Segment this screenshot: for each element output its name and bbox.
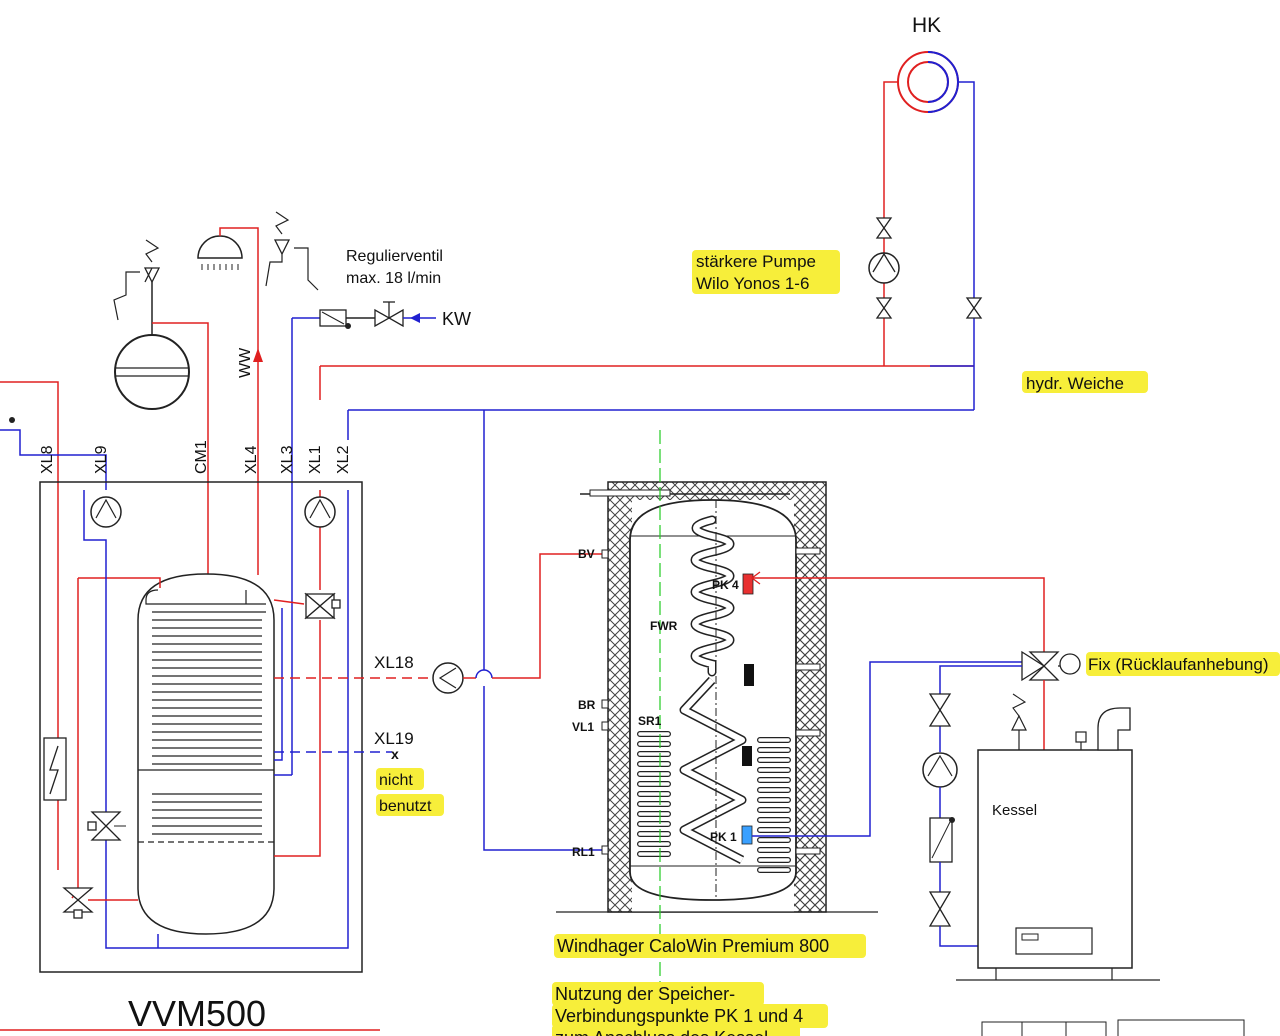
vvm500-title: VVM500 bbox=[128, 993, 266, 1034]
fix-label: Fix (Rücklaufanhebung) bbox=[1088, 655, 1268, 674]
vvm500-housing bbox=[39, 481, 363, 973]
xl3-label: XL3 bbox=[279, 445, 296, 474]
pump-icon bbox=[922, 752, 958, 788]
pump-note-line2: Wilo Yonos 1-6 bbox=[696, 274, 809, 293]
pk4-sensor bbox=[742, 573, 754, 595]
unused-note-line2: benutzt bbox=[379, 798, 432, 815]
pk1-sensor bbox=[741, 825, 753, 845]
shower-head bbox=[197, 227, 263, 575]
sr1-label: SR1 bbox=[638, 714, 662, 728]
xl2-label: XL2 bbox=[335, 445, 352, 474]
fix-actuator-icon bbox=[1059, 653, 1081, 675]
boiler-control-panel bbox=[1015, 927, 1093, 955]
storage-tank bbox=[556, 481, 878, 913]
mixing-valve-icon bbox=[1021, 650, 1060, 682]
pump-icon bbox=[90, 496, 122, 528]
cm1-label: CM1 bbox=[193, 440, 210, 474]
three-way-valve-icon bbox=[87, 811, 122, 841]
weiche-label: hydr. Weiche bbox=[1026, 374, 1124, 393]
three-way-valve-icon bbox=[304, 592, 341, 620]
valve-icon bbox=[875, 217, 983, 319]
vl1-port-label: VL1 bbox=[572, 720, 594, 734]
electric-heater-icon bbox=[43, 737, 67, 801]
xl4-label: XL4 bbox=[243, 445, 260, 474]
safety-valve-right bbox=[265, 211, 319, 291]
note-line3: zum Anschluss des Kessel bbox=[555, 1028, 768, 1036]
fwr-label: FWR bbox=[650, 619, 678, 633]
xl9-label: XL9 bbox=[93, 445, 110, 474]
pump-icon bbox=[304, 496, 336, 528]
valve-icon bbox=[928, 693, 952, 727]
legend-table-fragment bbox=[981, 1019, 1245, 1036]
boiler-label: Kessel bbox=[992, 802, 1037, 819]
heating-circuit bbox=[868, 51, 983, 410]
chimney-icon bbox=[1097, 707, 1131, 751]
tank-model-label: Windhager CaloWin Premium 800 bbox=[557, 936, 829, 956]
vvm500-tank bbox=[137, 573, 275, 935]
regulating-valve-label: Regulierventil bbox=[346, 248, 443, 265]
pk1-label: PK 1 bbox=[710, 830, 737, 844]
br-port-label: BR bbox=[578, 698, 596, 712]
pk4-label: PK 4 bbox=[712, 578, 739, 592]
three-way-valve-icon bbox=[62, 887, 94, 919]
expansion-vessel-icon bbox=[114, 334, 190, 410]
xl18-label: XL18 bbox=[374, 653, 414, 672]
xl19-label: XL19 bbox=[374, 729, 414, 748]
xl19-cap: x bbox=[391, 746, 399, 762]
sensor-black bbox=[742, 746, 752, 766]
unused-note-line1: nicht bbox=[379, 772, 413, 789]
note-line2: Verbindungspunkte PK 1 und 4 bbox=[555, 1006, 803, 1026]
shower-icon bbox=[197, 235, 243, 259]
xl1-label: XL1 bbox=[307, 445, 324, 474]
pump-icon bbox=[432, 662, 464, 694]
xl8-label: XL8 bbox=[39, 445, 56, 474]
boiler-circuit bbox=[922, 650, 1160, 981]
storage-tank-vessel bbox=[629, 499, 797, 901]
hk-label: HK bbox=[912, 14, 941, 37]
pump-icon bbox=[868, 252, 900, 284]
kw-label: KW bbox=[442, 309, 471, 329]
regulating-valve-flow-label: max. 18 l/min bbox=[346, 270, 441, 287]
vvm500-unit bbox=[39, 481, 432, 973]
expansion-vessel bbox=[113, 239, 190, 410]
bv-port-label: BV bbox=[578, 547, 595, 561]
ww-label: WW bbox=[237, 347, 254, 378]
valve-icon bbox=[928, 891, 952, 927]
pump-note-line1: stärkere Pumpe bbox=[696, 252, 816, 271]
rl1-port-label: RL1 bbox=[572, 845, 595, 859]
note-line1: Nutzung der Speicher- bbox=[555, 984, 735, 1004]
sensor-black bbox=[744, 664, 754, 686]
